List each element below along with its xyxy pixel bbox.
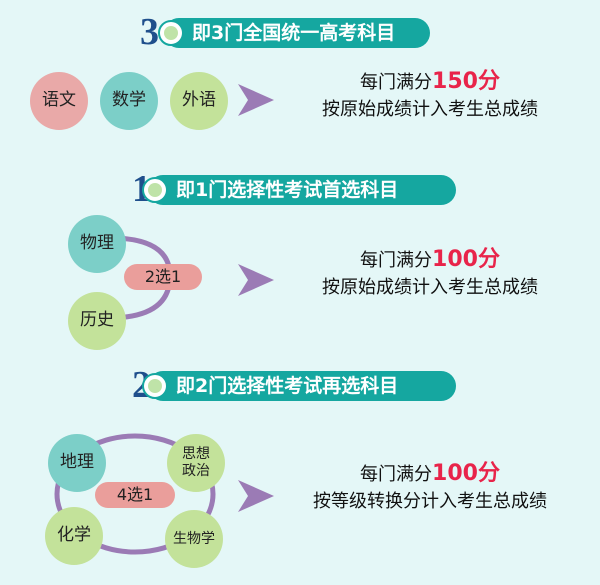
section3-info-line2: 按等级转换分计入考生总成绩 bbox=[313, 491, 547, 512]
subject-physics: 物理 bbox=[68, 215, 126, 273]
section2-header: 1 即1门选择性考试首选科目 bbox=[132, 168, 462, 210]
section2-info-line2: 按原始成绩计入考生总成绩 bbox=[322, 277, 538, 298]
section2-info-prefix: 每门满分 bbox=[360, 250, 433, 271]
section3-score: 100分 bbox=[432, 461, 500, 486]
section3-arrow-icon bbox=[238, 480, 274, 512]
section3-info-prefix: 每门满分 bbox=[360, 464, 433, 485]
section1-header: 3 即3门全国统一高考科目 bbox=[140, 11, 440, 53]
section3-header: 2 即2门选择性考试再选科目 bbox=[132, 364, 462, 406]
subject-foreign-language: 外语 bbox=[170, 72, 228, 130]
section2-info: 每门满分100分 按原始成绩计入考生总成绩 bbox=[270, 246, 590, 301]
section1-title: 即3门全国统一高考科目 bbox=[164, 18, 430, 48]
section1-info-prefix: 每门满分 bbox=[360, 72, 433, 93]
section3-info: 每门满分100分 按等级转换分计入考生总成绩 bbox=[270, 460, 590, 515]
subject-chinese: 语文 bbox=[30, 72, 88, 130]
section1-info: 每门满分150分 按原始成绩计入考生总成绩 bbox=[270, 68, 590, 123]
section3-choice-tag: 4选1 bbox=[95, 482, 175, 508]
subject-politics-label: 思想政治 bbox=[182, 446, 210, 479]
section1-arrow-icon bbox=[238, 84, 274, 116]
section1-score: 150分 bbox=[432, 69, 500, 94]
section1-bubble-icon bbox=[158, 20, 184, 46]
section3-bubble-icon bbox=[142, 373, 168, 399]
subject-politics: 思想政治 bbox=[167, 434, 225, 492]
section2-title: 即1门选择性考试首选科目 bbox=[148, 175, 456, 205]
section1-number: 3 bbox=[140, 11, 159, 53]
section2-score: 100分 bbox=[432, 247, 500, 272]
subject-math: 数学 bbox=[100, 72, 158, 130]
section2-choice-tag: 2选1 bbox=[124, 264, 202, 290]
subject-geography: 地理 bbox=[48, 434, 106, 492]
subject-biology: 生物学 bbox=[165, 510, 223, 568]
section2-bubble-icon bbox=[142, 177, 168, 203]
section3-title: 即2门选择性考试再选科目 bbox=[148, 371, 456, 401]
subject-chemistry: 化学 bbox=[45, 507, 103, 565]
section1-info-line2: 按原始成绩计入考生总成绩 bbox=[322, 99, 538, 120]
section2-arrow-icon bbox=[238, 264, 274, 296]
subject-history: 历史 bbox=[68, 292, 126, 350]
